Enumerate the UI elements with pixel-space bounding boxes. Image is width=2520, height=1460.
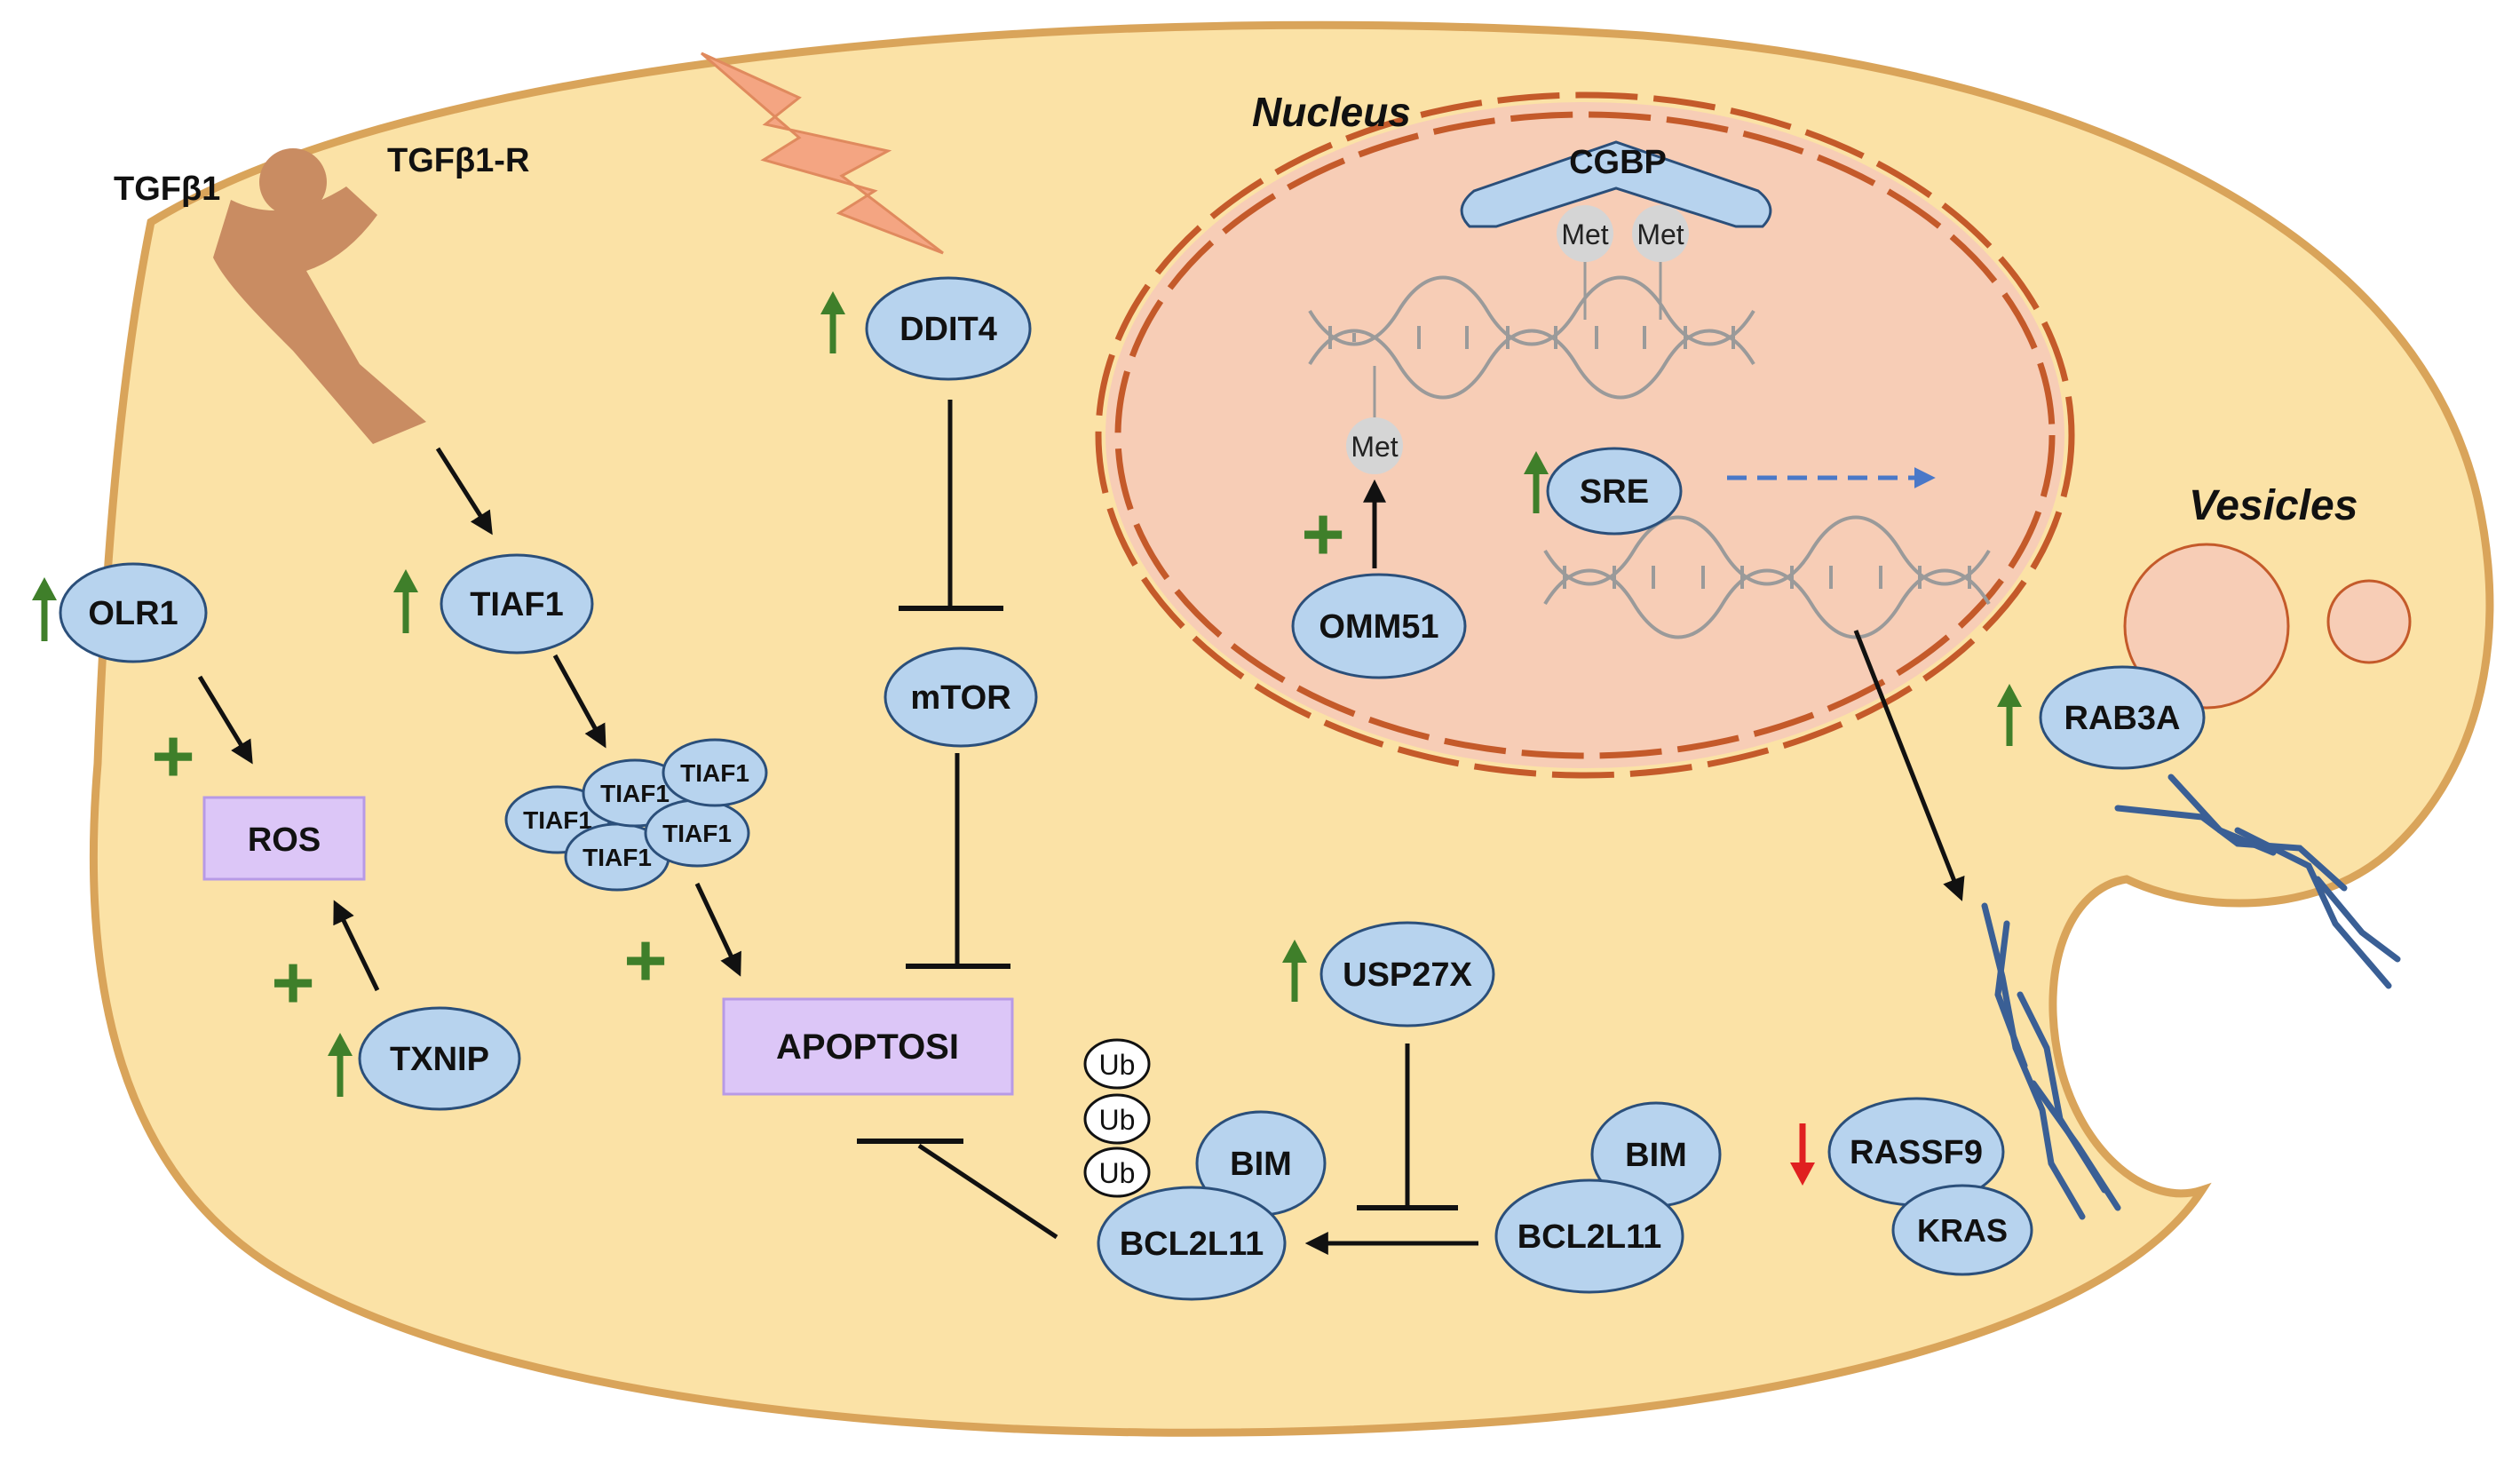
tiaf1-label: TIAF1	[470, 586, 564, 623]
bcl2l11-node-right	[1494, 1178, 1684, 1294]
txnip-label: TXNIP	[390, 1041, 489, 1078]
plus-tiaf1-apoptosis: +	[623, 918, 667, 1002]
bim-label-left: BIM	[1230, 1146, 1292, 1183]
met-label-3: Met	[1351, 431, 1398, 463]
plus-olr1-ros: +	[151, 714, 194, 797]
svg-text:TIAF1: TIAF1	[600, 780, 670, 807]
edge-tiaf1-cluster	[552, 654, 606, 749]
tgfb1-ligand	[259, 148, 327, 216]
omm51-node	[1291, 573, 1467, 679]
edge-cluster-apoptosis	[694, 882, 741, 977]
bcl2l11-node-left	[1097, 1186, 1287, 1301]
up-arrow-ddit4-icon	[820, 291, 845, 353]
up-arrow-txnip-icon	[328, 1033, 353, 1097]
down-arrow-rassf9-icon	[1790, 1123, 1815, 1186]
tgfb1-r-label: TGFβ1-R	[387, 142, 529, 179]
pathway-edges	[197, 400, 1965, 1255]
stress-lightning-icon	[701, 52, 944, 255]
apoptosis-box	[722, 997, 1014, 1096]
svg-text:TIAF1: TIAF1	[680, 759, 749, 787]
svg-text:TIAF1: TIAF1	[662, 820, 732, 847]
plus-txnip-ros: +	[271, 940, 314, 1024]
plus-omm51: +	[1301, 492, 1344, 575]
met-label-2: Met	[1636, 218, 1684, 250]
bcl2l11-label-left: BCL2L11	[1120, 1226, 1264, 1263]
apoptosis-label: APOPTOSI	[776, 1028, 959, 1067]
tiaf1-oligomer-5	[662, 738, 768, 807]
up-arrow-olr1-icon	[32, 577, 57, 641]
rab3a-node	[2039, 665, 2206, 770]
edge-txnip-ros	[333, 900, 380, 992]
svg-text:TIAF1: TIAF1	[523, 806, 592, 834]
inhibit-bcl2l11-apoptosis	[917, 1143, 1058, 1240]
tiaf1-node	[440, 553, 594, 655]
edge-olr1-ros	[197, 675, 253, 765]
upregulation-arrows	[32, 291, 2022, 1097]
vesicles-label: Vesicles	[2189, 482, 2358, 529]
svg-text:TIAF1: TIAF1	[582, 844, 652, 871]
rab3a-label: RAB3A	[2064, 700, 2181, 737]
edge-receptor-tiaf1	[435, 447, 493, 536]
protein-nodes: OLR1 TIAF1 TIAF1 TIAF1 TIAF1 TIAF1 TIAF1…	[59, 276, 2206, 1301]
usp27x-node	[1319, 921, 1495, 1028]
methyl-group-2	[1632, 205, 1689, 262]
ros-box	[202, 796, 366, 881]
olr1-node	[59, 562, 208, 663]
cgbp-label: CGBP	[1569, 144, 1667, 181]
nucleus-label: Nucleus	[1252, 89, 1411, 135]
omm51-label: OMM51	[1319, 608, 1438, 646]
bim-label-right: BIM	[1625, 1137, 1687, 1174]
tgfb1-receptor	[213, 148, 426, 444]
mtor-label: mTOR	[910, 679, 1010, 717]
ros-label: ROS	[248, 821, 321, 859]
ubiquitin-2	[1083, 1093, 1151, 1145]
cgbp-protein	[1460, 140, 1772, 228]
svg-text:Ub: Ub	[1099, 1104, 1136, 1136]
sre-label: SRE	[1580, 473, 1649, 511]
cytoskeleton-filaments	[1981, 774, 2401, 1220]
ddit4-label: DDIT4	[899, 311, 997, 348]
kras-node	[1891, 1184, 2033, 1276]
methyl-group-3	[1346, 417, 1403, 474]
plus-signs: + + + +	[151, 492, 1344, 1024]
olr1-label: OLR1	[88, 595, 178, 632]
txnip-node	[358, 1006, 521, 1111]
vesicle-large	[2123, 543, 2290, 710]
met-label-1: Met	[1561, 218, 1608, 250]
up-arrow-tiaf1-icon	[393, 569, 418, 633]
mtor-node	[884, 647, 1038, 748]
dna-helix-upper	[1308, 275, 1755, 400]
sre-node	[1546, 447, 1683, 536]
ubiquitin-chain: Ub Ub Ub	[1083, 1038, 1151, 1198]
vesicle-small	[2326, 579, 2412, 664]
svg-text:Ub: Ub	[1099, 1157, 1136, 1189]
svg-text:Ub: Ub	[1099, 1049, 1136, 1081]
edge-nucleus-cytoskeleton	[1853, 630, 1965, 901]
up-arrow-usp27x-icon	[1282, 940, 1307, 1002]
kras-label: KRAS	[1917, 1212, 2008, 1249]
tgfb1-label: TGFβ1	[114, 171, 220, 208]
ubiquitin-1	[1083, 1038, 1151, 1090]
ubiquitin-3	[1083, 1147, 1151, 1198]
up-arrow-rab3a-icon	[1997, 684, 2022, 746]
bcl2l11-label-right: BCL2L11	[1518, 1218, 1662, 1256]
up-arrow-sre-icon	[1524, 451, 1549, 513]
tgfb1-receptor-body	[213, 186, 426, 444]
usp27x-label: USP27X	[1343, 956, 1472, 994]
rassf9-label: RASSF9	[1850, 1134, 1983, 1171]
ddit4-node	[865, 276, 1032, 381]
methyl-group-1	[1557, 205, 1613, 262]
dna-helix-lower	[1543, 515, 1991, 639]
